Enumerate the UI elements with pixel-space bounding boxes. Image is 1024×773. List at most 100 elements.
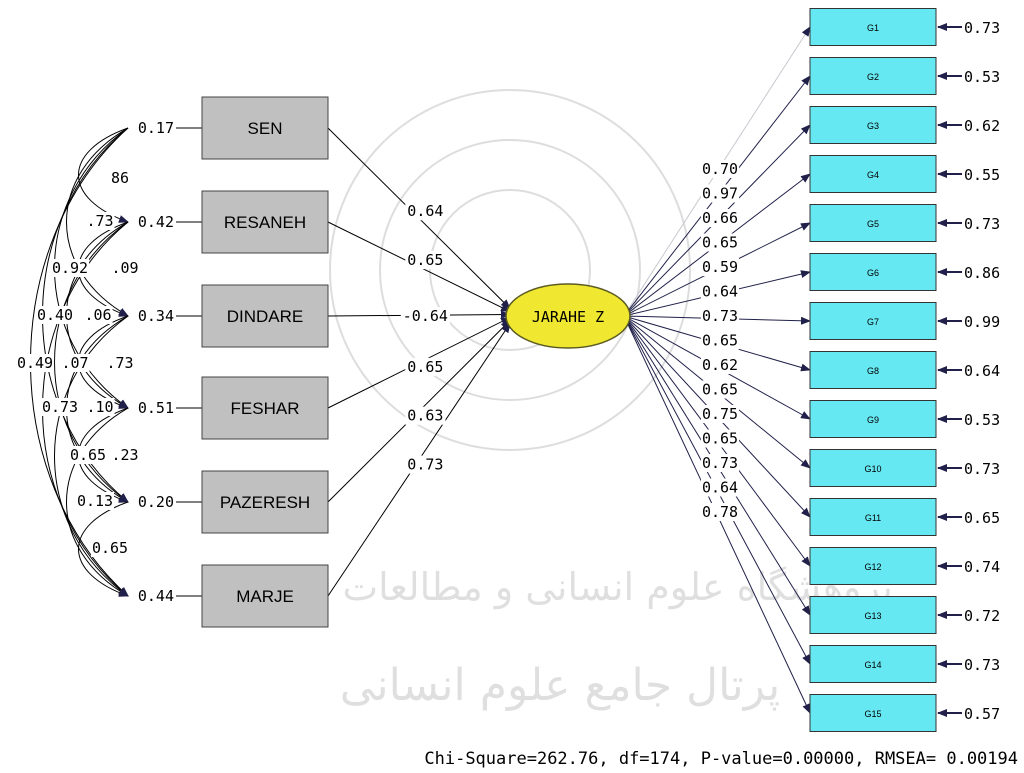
- label-background: [60, 354, 90, 372]
- left-indicator-box: [201, 190, 329, 254]
- left-indicator-box: [201, 284, 329, 348]
- right-loading-value: 0.97: [702, 185, 738, 203]
- covariance-value: 0.92: [52, 259, 88, 277]
- right-loading-value: 0.65: [702, 381, 738, 399]
- covariance-value: .06: [84, 306, 111, 324]
- right-loading-value: 0.70: [702, 160, 738, 178]
- label-background: [700, 209, 740, 227]
- label-background: [700, 258, 740, 276]
- label-background: [700, 380, 740, 399]
- covariance-value: 0.65: [70, 446, 106, 464]
- right-error-value: 0.53: [964, 411, 1000, 429]
- label-background: [85, 398, 115, 416]
- right-error-value: 0.73: [964, 215, 1000, 233]
- right-indicator-label: G12: [864, 562, 881, 572]
- covariance-value: 0.65: [92, 539, 128, 557]
- right-indicator-box: [809, 106, 937, 144]
- right-indicator-label: G4: [867, 170, 879, 180]
- right-indicator-label: G11: [865, 513, 881, 523]
- fit-statistics: Chi-Square=262.76, df=174, P-value=0.000…: [424, 749, 1018, 769]
- covariance-arc: [54, 315, 129, 597]
- left-error-value: 0.42: [138, 213, 174, 231]
- label-background: [40, 398, 80, 416]
- left-loading-value: 0.65: [407, 251, 443, 269]
- label-background: [83, 306, 113, 324]
- right-error-value: 0.65: [964, 509, 1000, 527]
- right-indicator-box: [809, 645, 937, 683]
- right-indicator-box: [809, 8, 937, 46]
- label-background: [700, 282, 740, 301]
- left-indicator-label: SEN: [248, 119, 283, 138]
- label-background: [405, 406, 446, 425]
- right-error-value: 0.86: [964, 264, 1000, 282]
- left-error-value: 0.51: [138, 399, 174, 417]
- right-indicator-box: [809, 694, 937, 732]
- right-loading-value: 0.65: [702, 332, 738, 350]
- label-background: [700, 160, 740, 178]
- right-indicator-label: G5: [867, 219, 879, 229]
- label-background: [90, 539, 130, 557]
- right-indicator-label: G10: [864, 464, 881, 474]
- watermark-line-2: پرتال جامع علوم انسانی: [340, 660, 781, 711]
- right-indicator-box: [809, 449, 937, 487]
- right-indicator-label: G15: [864, 709, 881, 719]
- right-error-value: 0.73: [964, 19, 1000, 37]
- right-loading-value: 0.66: [702, 209, 738, 227]
- covariance-arc: [66, 127, 129, 317]
- left-indicator-box: [201, 564, 329, 628]
- left-indicator-label: DINDARE: [227, 307, 304, 326]
- left-error-value: 0.20: [138, 493, 174, 511]
- label-background: [700, 405, 740, 423]
- left-loading-value: 0.73: [407, 456, 443, 474]
- right-loading-value: 0.62: [702, 356, 738, 374]
- covariance-value: .73: [86, 212, 113, 230]
- label-background: [110, 259, 140, 277]
- label-background: [15, 354, 55, 372]
- right-indicator-label: G13: [864, 611, 881, 621]
- left-error-value: 0.44: [138, 587, 174, 605]
- right-loading-value: 0.64: [702, 283, 738, 301]
- covariance-value: 0.40: [37, 306, 73, 324]
- right-error-value: 0.57: [964, 705, 1000, 723]
- left-indicator-label: MARJE: [236, 587, 294, 606]
- right-error-value: 0.64: [964, 362, 1000, 380]
- label-background: [68, 446, 108, 464]
- label-background: [35, 306, 75, 324]
- right-indicator-label: G7: [867, 317, 879, 327]
- right-loading-value: 0.59: [702, 258, 738, 276]
- right-indicator-box: [809, 498, 937, 536]
- label-background: [85, 212, 115, 230]
- right-error-value: 0.99: [964, 313, 1000, 331]
- right-error-value: 0.62: [964, 117, 1000, 135]
- label-background: [110, 446, 140, 464]
- right-indicator-box: [809, 351, 937, 389]
- right-indicator-box: [809, 204, 937, 242]
- left-loading-value: 0.64: [407, 202, 443, 220]
- right-loading-value: 0.78: [702, 503, 738, 521]
- covariance-arc: [66, 407, 129, 597]
- left-indicator-box: [201, 470, 329, 534]
- label-background: [700, 356, 740, 374]
- label-background: [700, 307, 740, 325]
- right-error-value: 0.73: [964, 460, 1000, 478]
- latent-label: JARAHE Z: [532, 308, 604, 326]
- left-indicator-box: [201, 96, 329, 160]
- right-loading-value: 0.75: [702, 405, 738, 423]
- label-background: [400, 307, 450, 325]
- right-indicator-box: [809, 547, 937, 585]
- covariance-value: .10: [86, 398, 113, 416]
- right-indicator-label: G1: [867, 23, 879, 33]
- right-indicator-box: [809, 302, 937, 340]
- label-background: [405, 357, 446, 376]
- right-indicator-label: G14: [864, 660, 881, 670]
- label-background: [105, 354, 135, 372]
- left-loading-value: -0.64: [403, 307, 448, 325]
- label-background: [700, 478, 740, 497]
- left-indicator-box: [201, 376, 329, 440]
- right-indicator-box: [809, 596, 937, 634]
- covariance-arc: [54, 221, 129, 503]
- label-background: [700, 503, 740, 521]
- right-indicator-box: [809, 57, 937, 95]
- covariance-value: .09: [111, 259, 138, 277]
